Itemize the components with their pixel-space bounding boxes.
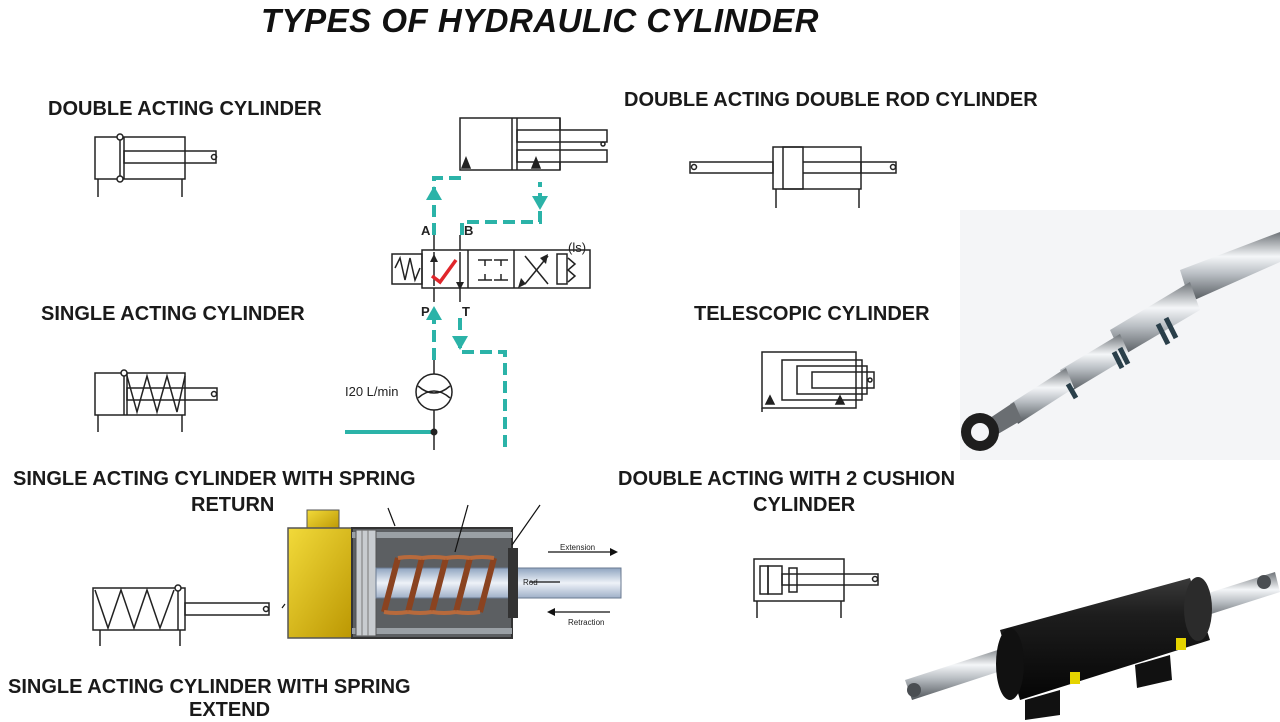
port-b-label: B (464, 223, 474, 238)
label-telescopic-cylinder: TELESCOPIC CYLINDER (694, 303, 930, 325)
retraction-label: Retraction (568, 618, 604, 627)
label-spring-extend-line2: EXTEND (189, 699, 271, 721)
single-acting-cylinder-symbol (94, 369, 218, 432)
double-rod-cylinder-photo (905, 572, 1280, 720)
double-acting-cylinder-symbol (94, 133, 218, 197)
hydraulic-circuit (345, 117, 608, 452)
solenoid-label: (ls) (568, 240, 587, 255)
spring-return-cylinder-symbol (92, 584, 270, 646)
label-spring-extend-line1: SINGLE ACTING CYLINDER WITH SPRING (8, 676, 411, 698)
spring-cylinder-cutaway (281, 504, 622, 639)
label-spring-return-line1: SINGLE ACTING CYLINDER WITH SPRING (13, 468, 416, 490)
label-cushion-line1: DOUBLE ACTING WITH 2 CUSHION (618, 468, 956, 490)
page-title: TYPES OF HYDRAULIC CYLINDER (260, 2, 820, 39)
label-double-acting-double-rod: DOUBLE ACTING DOUBLE ROD CYLINDER (624, 89, 1038, 111)
port-p-label: P (421, 304, 430, 319)
telescopic-cylinder-symbol (761, 351, 875, 412)
port-t-label: T (462, 304, 470, 319)
flow-rate-label: I20 L/min (345, 384, 399, 399)
double-rod-cylinder-symbol (689, 146, 897, 208)
label-single-acting-cylinder: SINGLE ACTING CYLINDER (41, 303, 305, 325)
label-cushion-line2: CYLINDER (753, 494, 856, 516)
rod-label: Rod (523, 578, 538, 587)
label-spring-return-line2: RETURN (191, 494, 275, 516)
port-a-label: A (421, 223, 431, 238)
extension-label: Extension (560, 543, 595, 552)
label-double-acting-cylinder: DOUBLE ACTING CYLINDER (48, 98, 322, 120)
cushion-cylinder-symbol (753, 558, 879, 618)
telescopic-cylinder-photo (960, 210, 1280, 460)
